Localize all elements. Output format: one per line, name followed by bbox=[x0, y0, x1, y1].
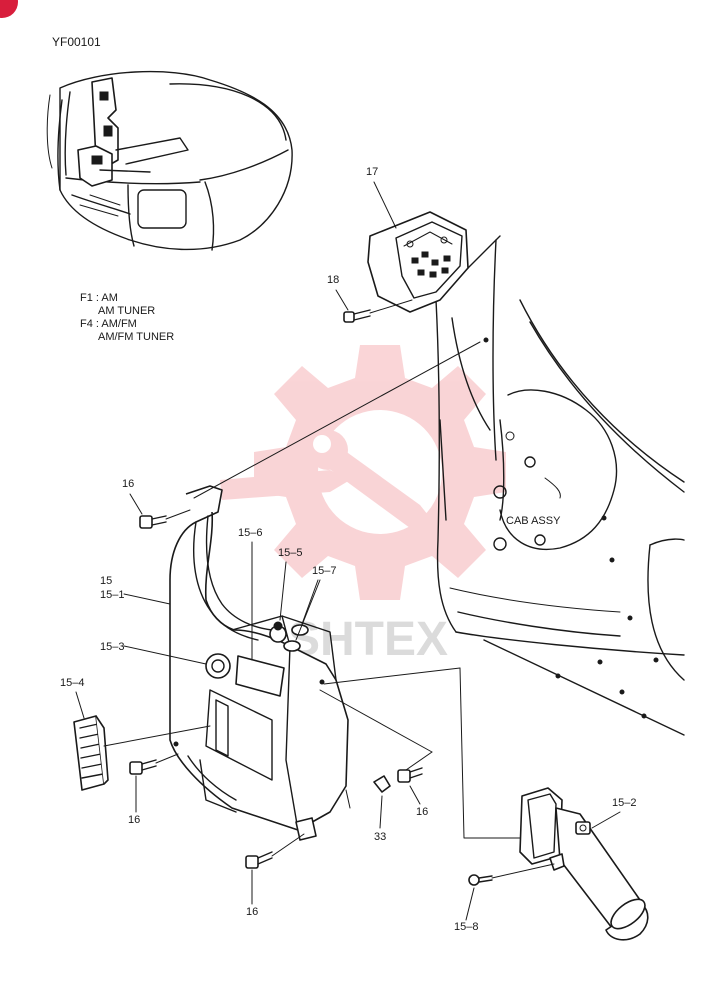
diagram-code: YF00101 bbox=[52, 35, 101, 49]
label-15: 15 bbox=[100, 575, 112, 587]
watermark-gear-logo bbox=[220, 345, 506, 600]
label-16-upper: 16 bbox=[122, 478, 134, 490]
label-15-2: 15–2 bbox=[612, 797, 636, 809]
screw-part-15-8 bbox=[468, 863, 555, 886]
note-line-1: F1 : AM bbox=[80, 292, 118, 304]
label-15-1: 15–1 bbox=[100, 589, 124, 601]
label-15-3: 15–3 bbox=[100, 641, 124, 653]
label-15-8: 15–8 bbox=[454, 921, 478, 933]
label-15-4: 15–4 bbox=[60, 677, 84, 689]
vent-grille-part-15-4 bbox=[73, 715, 211, 791]
note-line-2: AM TUNER bbox=[98, 305, 155, 317]
console-cover-part-15 bbox=[169, 485, 351, 841]
label-15-6: 15–6 bbox=[238, 527, 262, 539]
label-15-7: 15–7 bbox=[312, 565, 336, 577]
model-notes: F1 : AM AM TUNER F4 : AM/FM AM/FM TUNER bbox=[80, 292, 174, 343]
corner-badge bbox=[0, 0, 18, 18]
note-line-4: AM/FM TUNER bbox=[98, 331, 174, 343]
cab-assembly: CAB ASSY bbox=[435, 235, 685, 736]
label-17: 17 bbox=[366, 166, 378, 178]
label-15-5: 15–5 bbox=[278, 547, 302, 559]
cap-part-33 bbox=[373, 775, 391, 793]
label-18: 18 bbox=[327, 274, 339, 286]
bolt-part-16-left bbox=[129, 753, 179, 775]
bolt-part-16-right bbox=[397, 751, 433, 783]
machine-overview-illustration bbox=[46, 70, 293, 251]
bolt-part-16-bottom bbox=[245, 833, 305, 869]
label-16-left: 16 bbox=[128, 814, 140, 826]
note-line-3: F4 : AM/FM bbox=[80, 318, 137, 330]
bolt-part-16-upper bbox=[139, 509, 191, 529]
watermark-text: SHTEX bbox=[288, 613, 448, 666]
label-33: 33 bbox=[374, 831, 386, 843]
radio-tuner-part-17 bbox=[367, 211, 469, 313]
label-16-bottom: 16 bbox=[246, 906, 258, 918]
label-16-right: 16 bbox=[416, 806, 428, 818]
air-duct-part-15-2 bbox=[519, 787, 649, 941]
cab-assy-label: CAB ASSY bbox=[506, 515, 561, 527]
bolt-part-18 bbox=[343, 299, 413, 323]
